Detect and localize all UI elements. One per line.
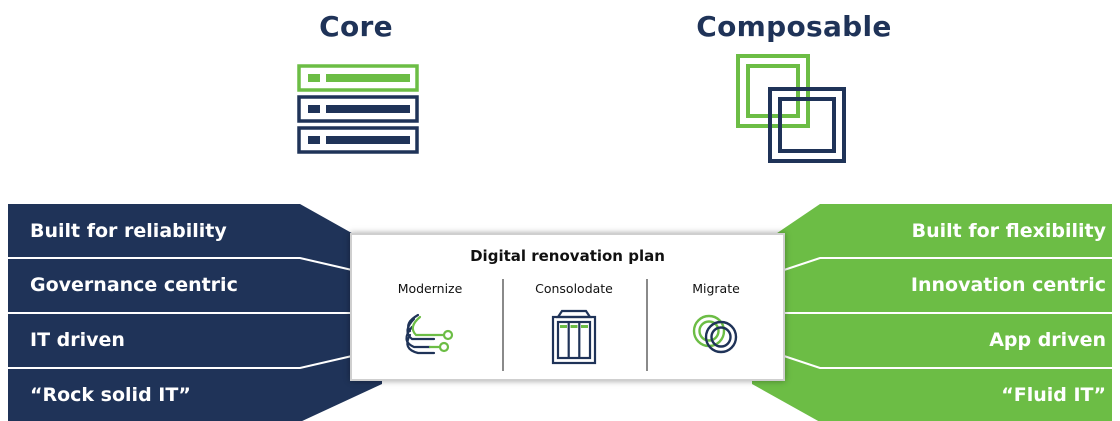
modernize-icon (405, 313, 454, 355)
digital-renovation-plan-box: Digital renovation plan Modernize Consol… (350, 233, 785, 381)
core-title: Core (319, 10, 393, 43)
plan-step-consolidate: Consolodate (510, 281, 638, 376)
plan-step-modernize: Modernize (366, 281, 494, 376)
core-divider-1 (8, 257, 353, 271)
core-divider-3 (8, 355, 353, 369)
composable-divider-3 (783, 355, 1112, 369)
plan-step-label: Modernize (397, 281, 463, 296)
plan-step-migrate: Migrate (652, 281, 780, 376)
composable-item: Built for flexibility (911, 220, 1106, 242)
overlapping-squares-icon (736, 54, 846, 163)
composable-item: App driven (989, 329, 1106, 351)
plan-divider (502, 279, 504, 371)
plan-divider (646, 279, 648, 371)
composable-item: “Fluid IT” (1001, 384, 1106, 406)
composable-title: Composable (696, 10, 892, 43)
composable-item: Innovation centric (910, 274, 1106, 296)
consolidate-icon (551, 309, 597, 365)
core-item: “Rock solid IT” (30, 384, 191, 406)
plan-step-label: Consolodate (535, 281, 613, 296)
core-item: Governance centric (30, 274, 238, 296)
plan-title: Digital renovation plan (470, 247, 665, 265)
plan-step-label: Migrate (692, 281, 740, 296)
migrate-icon (692, 314, 738, 354)
server-stack-icon (297, 64, 419, 154)
composable-divider-1 (783, 257, 1112, 271)
core-item: Built for reliability (30, 220, 227, 242)
core-item: IT driven (30, 329, 125, 351)
